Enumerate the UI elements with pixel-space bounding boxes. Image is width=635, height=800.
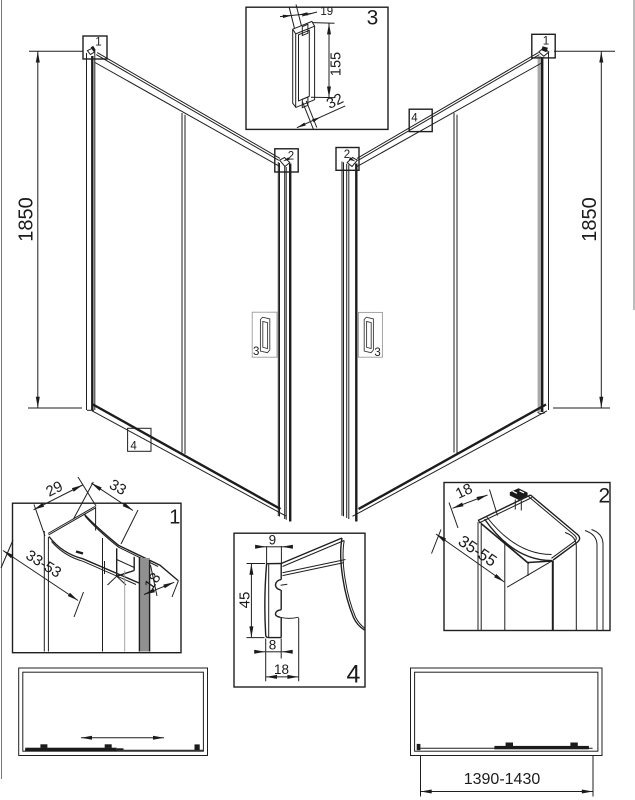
svg-text:3: 3 — [253, 346, 259, 358]
svg-text:1: 1 — [169, 506, 180, 528]
svg-text:45: 45 — [237, 592, 254, 609]
svg-text:1: 1 — [95, 36, 101, 48]
svg-text:18: 18 — [141, 570, 164, 593]
svg-text:3: 3 — [367, 6, 379, 29]
svg-text:3: 3 — [374, 347, 380, 359]
svg-text:1390-1430: 1390-1430 — [464, 771, 541, 788]
svg-text:33-53: 33-53 — [23, 547, 65, 582]
svg-text:4: 4 — [130, 440, 137, 452]
svg-text:1: 1 — [543, 36, 549, 48]
svg-text:18: 18 — [274, 662, 289, 677]
svg-text:29: 29 — [43, 478, 66, 501]
svg-text:4: 4 — [411, 112, 418, 124]
svg-text:2: 2 — [599, 485, 611, 508]
svg-text:1850: 1850 — [16, 197, 38, 242]
svg-text:32: 32 — [324, 90, 346, 113]
svg-text:33: 33 — [106, 476, 129, 499]
svg-text:155: 155 — [329, 52, 345, 76]
svg-text:19: 19 — [320, 6, 333, 18]
svg-text:2: 2 — [344, 149, 350, 161]
svg-text:18: 18 — [453, 480, 475, 502]
svg-text:2: 2 — [288, 151, 294, 163]
svg-text:1850: 1850 — [579, 197, 601, 242]
svg-text:9: 9 — [269, 533, 277, 548]
svg-text:8: 8 — [269, 638, 277, 653]
svg-text:4: 4 — [347, 661, 361, 689]
svg-text:35-55: 35-55 — [455, 532, 500, 571]
